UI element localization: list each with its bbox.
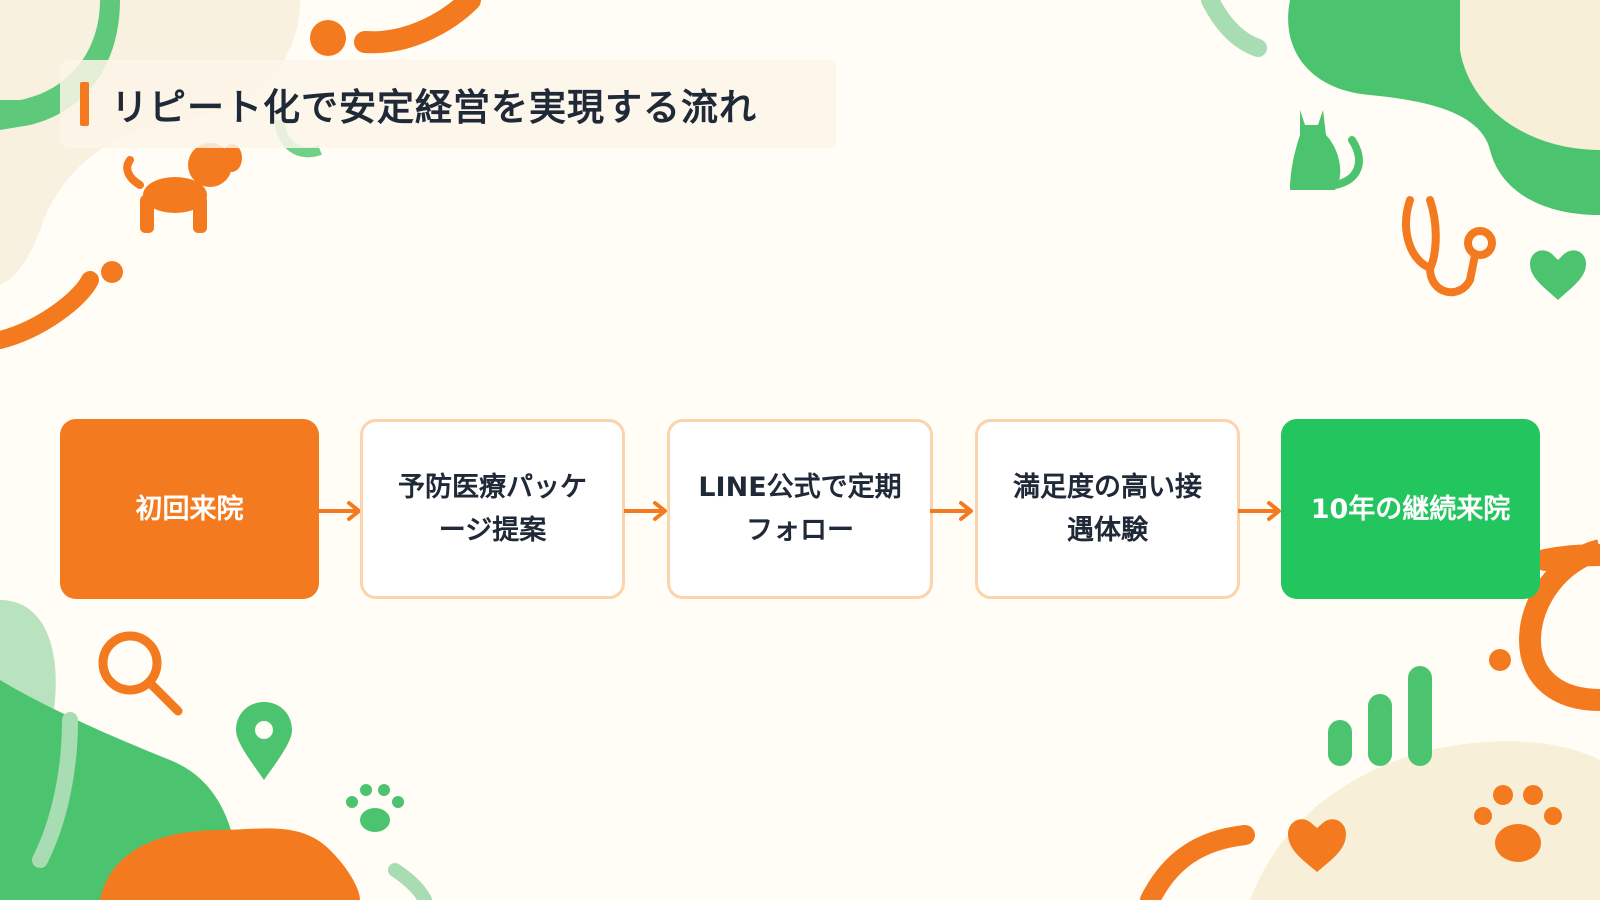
heart-icon xyxy=(1288,819,1346,872)
flow-step: LINE公式で定期フォロー xyxy=(667,419,933,599)
search-icon xyxy=(98,631,183,716)
bar-chart-icon xyxy=(1328,666,1432,766)
flow-arrow xyxy=(318,501,361,521)
flow-step-label: 予防医療パッケージ提案 xyxy=(398,472,587,546)
heart-icon xyxy=(1530,250,1586,300)
paw-icon xyxy=(1474,785,1562,862)
flow-step-label: 初回来院 xyxy=(135,493,244,525)
flow-arrow xyxy=(624,501,667,521)
flow-step: 予防医療パッケージ提案 xyxy=(360,419,625,599)
title-banner: リピート化で安定経営を実現する流れ xyxy=(60,60,836,148)
flow-step-label: 10年の継続来院 xyxy=(1310,493,1511,525)
page-title: リピート化で安定経営を実現する流れ xyxy=(111,86,757,129)
paw-icon xyxy=(346,784,404,832)
flow-step: 初回来院 xyxy=(60,419,319,599)
flow-step-label: 満足度の高い接遇体験 xyxy=(1013,472,1202,546)
flow-step: 満足度の高い接遇体験 xyxy=(975,419,1240,599)
flow-arrow xyxy=(930,501,973,521)
dog-icon xyxy=(123,143,242,233)
stethoscope-icon xyxy=(1402,196,1496,297)
flow-arrow xyxy=(1238,501,1281,521)
map-pin-icon xyxy=(236,702,292,780)
flow-step-label: LINE公式で定期フォロー xyxy=(698,472,902,546)
flow-step: 10年の継続来院 xyxy=(1281,419,1540,599)
title-accent-bar xyxy=(80,82,89,126)
cat-icon xyxy=(1290,110,1363,190)
